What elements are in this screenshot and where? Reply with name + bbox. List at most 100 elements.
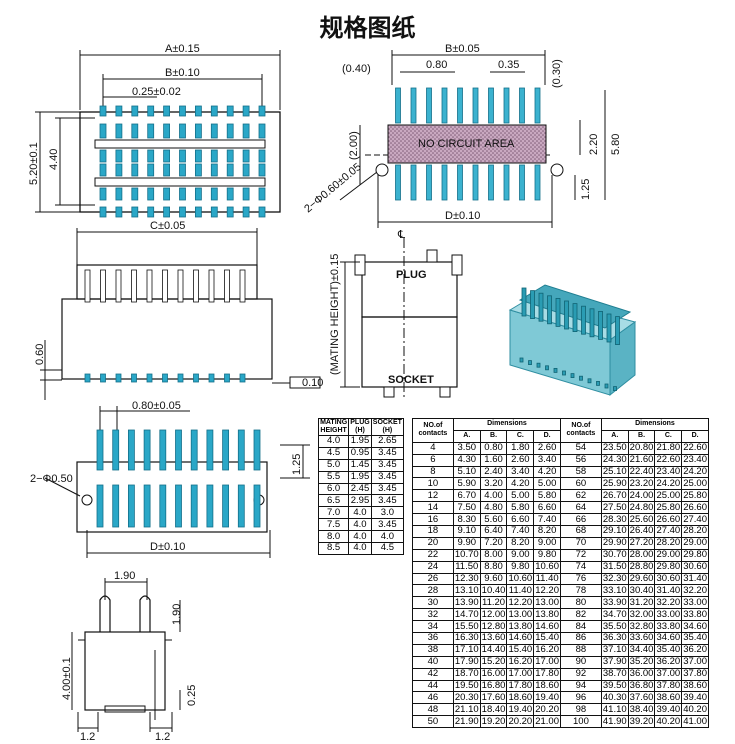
dim-hole-plug: 2−Φ0.50 xyxy=(30,473,73,485)
table-cell: 30.60 xyxy=(654,572,683,586)
table-cell: 3.45 xyxy=(370,482,405,496)
table-cell: 18.40 xyxy=(479,703,508,717)
footprint-pad xyxy=(395,87,401,124)
contact-pin xyxy=(99,163,107,177)
table-cell: 9.90 xyxy=(452,536,481,550)
side-view-contacts xyxy=(84,269,246,383)
table-cell: 3.50 xyxy=(452,441,481,455)
table-cell: 14.40 xyxy=(479,643,508,657)
col-dimensions-left: Dimensions xyxy=(452,418,562,431)
footprint-pad xyxy=(519,87,525,124)
tail-3d xyxy=(562,370,566,376)
table-cell: 16.20 xyxy=(506,655,535,669)
table-cell: 5.90 xyxy=(452,477,481,491)
table-cell: 86 xyxy=(560,632,602,645)
table-cell: 16 xyxy=(412,513,454,527)
table-cell: 19.20 xyxy=(479,715,508,729)
table-cell: 28.20 xyxy=(654,536,683,550)
table-cell: 4.5 xyxy=(370,542,405,555)
solder-tail xyxy=(100,373,106,383)
contact-pin xyxy=(115,187,123,201)
plug-contact xyxy=(175,429,182,471)
tail-3d xyxy=(570,373,575,379)
table-cell: 35.50 xyxy=(600,620,629,634)
table-cell: 5.00 xyxy=(506,489,535,503)
footprint-pad xyxy=(441,87,448,124)
table-cell: 38.40 xyxy=(627,703,656,717)
table-cell: 58 xyxy=(560,465,602,479)
table-cell: 17.10 xyxy=(452,643,481,657)
table-cell: 40.20 xyxy=(681,703,709,717)
plug-contact xyxy=(175,484,182,528)
dim-125-plug: 1.25 xyxy=(291,454,303,475)
table-cell: 11.20 xyxy=(479,596,508,610)
dim-12-right: 1.2 xyxy=(155,731,170,743)
table-cell: 4.80 xyxy=(479,501,508,515)
contact-pin xyxy=(242,163,250,177)
contact-pin xyxy=(226,105,234,117)
contact-pin xyxy=(115,105,123,117)
table-cell: 27.40 xyxy=(654,525,683,538)
table-cell: 4.0 xyxy=(317,435,350,448)
solder-tail xyxy=(84,373,91,383)
table-cell: 2.40 xyxy=(479,465,508,479)
contact-pin xyxy=(194,206,202,218)
table-cell: 38.60 xyxy=(654,691,683,705)
table-cell: 12.20 xyxy=(533,584,561,598)
table-cell: 2.60 xyxy=(533,441,561,455)
contact-pin xyxy=(147,206,155,218)
table-cell: 9.10 xyxy=(452,525,481,538)
table-cell: 16.80 xyxy=(479,679,508,693)
footprint-pad xyxy=(457,164,463,201)
table-cell: 25.00 xyxy=(654,489,683,503)
table-cell: 37.80 xyxy=(654,679,683,693)
contact-pin xyxy=(258,123,266,139)
table-cell: 29.00 xyxy=(654,548,683,562)
table-cell: 40.20 xyxy=(654,715,683,729)
table-cell: 27.40 xyxy=(681,513,709,527)
col-b: B. xyxy=(479,429,508,443)
contact-pin xyxy=(163,149,171,163)
contact-pin xyxy=(258,163,266,177)
contact-pin xyxy=(99,149,107,163)
contact-3d xyxy=(521,287,527,317)
tail-3d xyxy=(579,375,583,381)
table-cell: 5.10 xyxy=(452,465,481,479)
plug-contact xyxy=(190,484,198,528)
socket-label: SOCKET xyxy=(388,374,434,386)
table-cell: 38.60 xyxy=(681,679,709,693)
table-cell: 37.00 xyxy=(681,655,709,669)
contact-pin xyxy=(194,187,202,201)
table-cell: 33.00 xyxy=(681,596,709,610)
table-cell: 88 xyxy=(560,643,602,657)
contact-pin xyxy=(163,163,171,177)
dim-c: C±0.05 xyxy=(150,220,185,232)
contact-3d xyxy=(538,292,544,322)
contact-pin xyxy=(99,105,107,117)
tail-3d xyxy=(604,383,609,389)
table-cell: 8 xyxy=(412,465,454,479)
dim-12-left: 1.2 xyxy=(80,731,95,743)
table-cell: 26.60 xyxy=(654,513,683,527)
table-cell: 26.70 xyxy=(600,489,629,503)
table-cell: 7.50 xyxy=(452,501,481,515)
table-cell: 41.90 xyxy=(600,715,629,729)
table-cell: 5.60 xyxy=(479,513,508,527)
dim-hole: 2−Φ0.60±0.05 xyxy=(302,161,363,215)
table-cell: 18.60 xyxy=(506,691,535,705)
plug-contact xyxy=(112,429,120,471)
contact-pin xyxy=(163,206,171,218)
table-cell: 4 xyxy=(412,441,454,455)
table-cell: 14 xyxy=(412,501,454,515)
table-cell: 6.40 xyxy=(479,525,508,538)
plug-contact xyxy=(96,429,104,471)
footprint-pad xyxy=(395,164,401,201)
table-cell: 21.90 xyxy=(452,715,481,729)
table-cell: 30.70 xyxy=(600,548,629,562)
